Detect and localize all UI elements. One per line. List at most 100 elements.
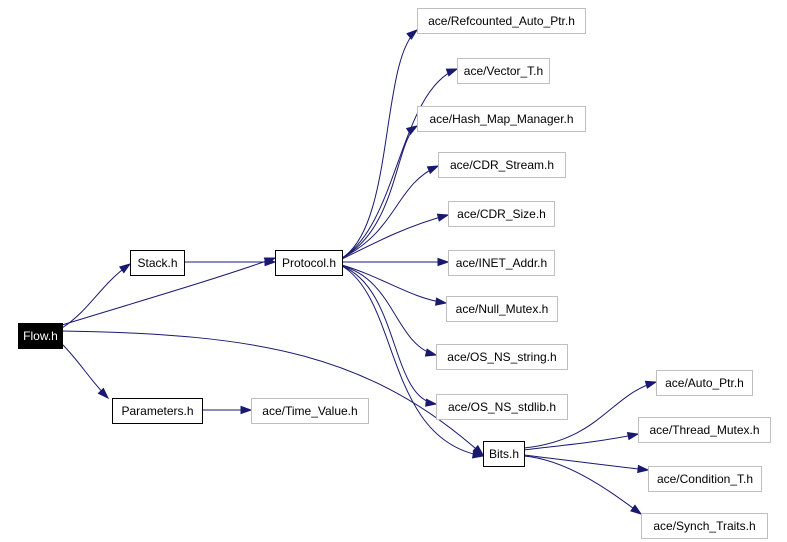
node-box: [112, 398, 203, 424]
node-label: ace/OS_NS_string.h: [447, 350, 556, 364]
edge-line: [341, 265, 484, 457]
edge-protocol-to-cdrstream: [341, 165, 440, 259]
arrowhead-icon: [424, 348, 438, 357]
edge-flow-to-stack: [61, 263, 132, 329]
edge-stack-to-protocol: [184, 257, 277, 267]
edge-protocol-to-hashmap: [341, 125, 419, 259]
file-nodes: Flow.h Stack.h Protocol.hParameters.hBits.…: [18, 8, 771, 539]
edge-line: [523, 433, 639, 451]
node-cdrstream: ace/CDR_Stream.h: [438, 152, 566, 178]
node-box: [417, 8, 586, 34]
node-box: [436, 394, 568, 420]
edge-bits-to-threadmutex: [523, 432, 640, 451]
node-flow[interactable]: Flow.h: [18, 323, 63, 349]
edge-line: [341, 264, 447, 304]
edge-protocol-to-vector: [341, 68, 459, 259]
edge-protocol-to-bits: [341, 265, 485, 459]
arrowhead-icon: [406, 29, 419, 40]
node-label: ace/OS_NS_stdlib.h: [448, 400, 556, 414]
node-vector: ace/Vector_T.h: [457, 58, 550, 84]
node-box: [130, 250, 185, 276]
edge-line: [523, 381, 657, 449]
node-label: Parameters.h: [121, 404, 193, 418]
node-protocol[interactable]: Protocol.h: [275, 250, 343, 276]
arrowhead-icon: [425, 398, 438, 407]
arrowhead-icon: [240, 405, 253, 415]
edge-line: [341, 165, 439, 259]
edge-bits-to-autoptr: [523, 380, 658, 449]
edge-line: [341, 265, 437, 405]
node-label: ace/Time_Value.h: [262, 404, 357, 418]
node-timevalue: ace/Time_Value.h: [251, 398, 369, 424]
edge-line: [523, 455, 642, 515]
node-box: [18, 323, 63, 349]
node-parameters[interactable]: Parameters.h: [112, 398, 203, 424]
arrowhead-icon: [426, 165, 440, 175]
edge-protocol-to-refcounted: [341, 29, 419, 259]
arrowhead-icon: [118, 263, 132, 274]
node-threadmutex: ace/Thread_Mutex.h: [638, 417, 771, 443]
node-condition: ace/Condition_T.h: [648, 466, 762, 492]
node-label: ace/Hash_Map_Manager.h: [429, 112, 573, 126]
node-nullmutex: ace/Null_Mutex.h: [446, 296, 558, 322]
edge-flow-to-parameters: [61, 343, 110, 400]
node-label: ace/Thread_Mutex.h: [649, 423, 759, 437]
arrowhead-icon: [437, 257, 450, 267]
edge-line: [341, 265, 437, 356]
arrowhead-icon: [264, 257, 277, 267]
edge-protocol-to-nullmutex: [341, 264, 448, 306]
node-label: Bits.h: [489, 447, 519, 461]
edge-protocol-to-osstdlib: [341, 265, 438, 407]
node-label: ace/Refcounted_Auto_Ptr.h: [428, 14, 575, 28]
node-box: [275, 250, 343, 276]
node-box: [436, 344, 568, 370]
node-osstdlib: ace/OS_NS_stdlib.h: [436, 394, 568, 420]
node-label: ace/CDR_Stream.h: [450, 158, 554, 172]
edge-parameters-to-timevalue: [202, 405, 253, 415]
node-box: [448, 250, 555, 276]
dependency-edges: [61, 29, 658, 515]
node-box: [641, 513, 768, 539]
node-box: [648, 466, 762, 492]
node-refcounted: ace/Refcounted_Auto_Ptr.h: [417, 8, 586, 34]
edge-line: [61, 263, 131, 329]
edge-protocol-to-osstring: [341, 265, 438, 357]
edge-line: [341, 125, 418, 259]
node-label: ace/Null_Mutex.h: [456, 302, 549, 316]
edge-flow-to-bits: [61, 330, 485, 457]
node-box: [638, 417, 771, 443]
edge-protocol-to-inetaddr: [342, 257, 450, 267]
node-box: [251, 398, 369, 424]
edge-protocol-to-cdrsize: [341, 213, 450, 260]
arrowhead-icon: [630, 504, 643, 515]
arrowhead-icon: [97, 387, 110, 400]
node-autoptr: ace/Auto_Ptr.h: [656, 370, 753, 396]
arrowhead-icon: [471, 450, 485, 459]
node-box: [446, 296, 558, 322]
node-label: ace/CDR_Size.h: [457, 207, 546, 221]
node-box: [483, 441, 525, 467]
node-label: Stack.h: [137, 256, 177, 270]
edge-line: [61, 343, 109, 399]
edge-line: [523, 454, 649, 471]
arrowhead-icon: [445, 68, 459, 77]
arrowhead-icon: [637, 464, 650, 474]
node-synchtraits: ace/Synch_Traits.h: [641, 513, 768, 539]
node-label: ace/Synch_Traits.h: [653, 519, 755, 533]
arrowhead-icon: [435, 297, 448, 306]
edge-bits-to-synchtraits: [523, 455, 643, 515]
arrowhead-icon: [436, 213, 450, 222]
node-label: ace/INET_Addr.h: [456, 256, 547, 270]
node-label: ace/Auto_Ptr.h: [665, 376, 744, 390]
edge-line: [61, 257, 276, 326]
node-label: ace/Vector_T.h: [464, 64, 543, 78]
arrowhead-icon: [626, 432, 640, 441]
node-label: Protocol.h: [282, 256, 336, 270]
node-bits[interactable]: Bits.h: [483, 441, 525, 467]
node-box: [448, 201, 555, 227]
edge-line: [341, 29, 418, 259]
node-box: [656, 370, 753, 396]
node-box: [417, 106, 586, 132]
node-stack[interactable]: Stack.h: [130, 250, 185, 276]
